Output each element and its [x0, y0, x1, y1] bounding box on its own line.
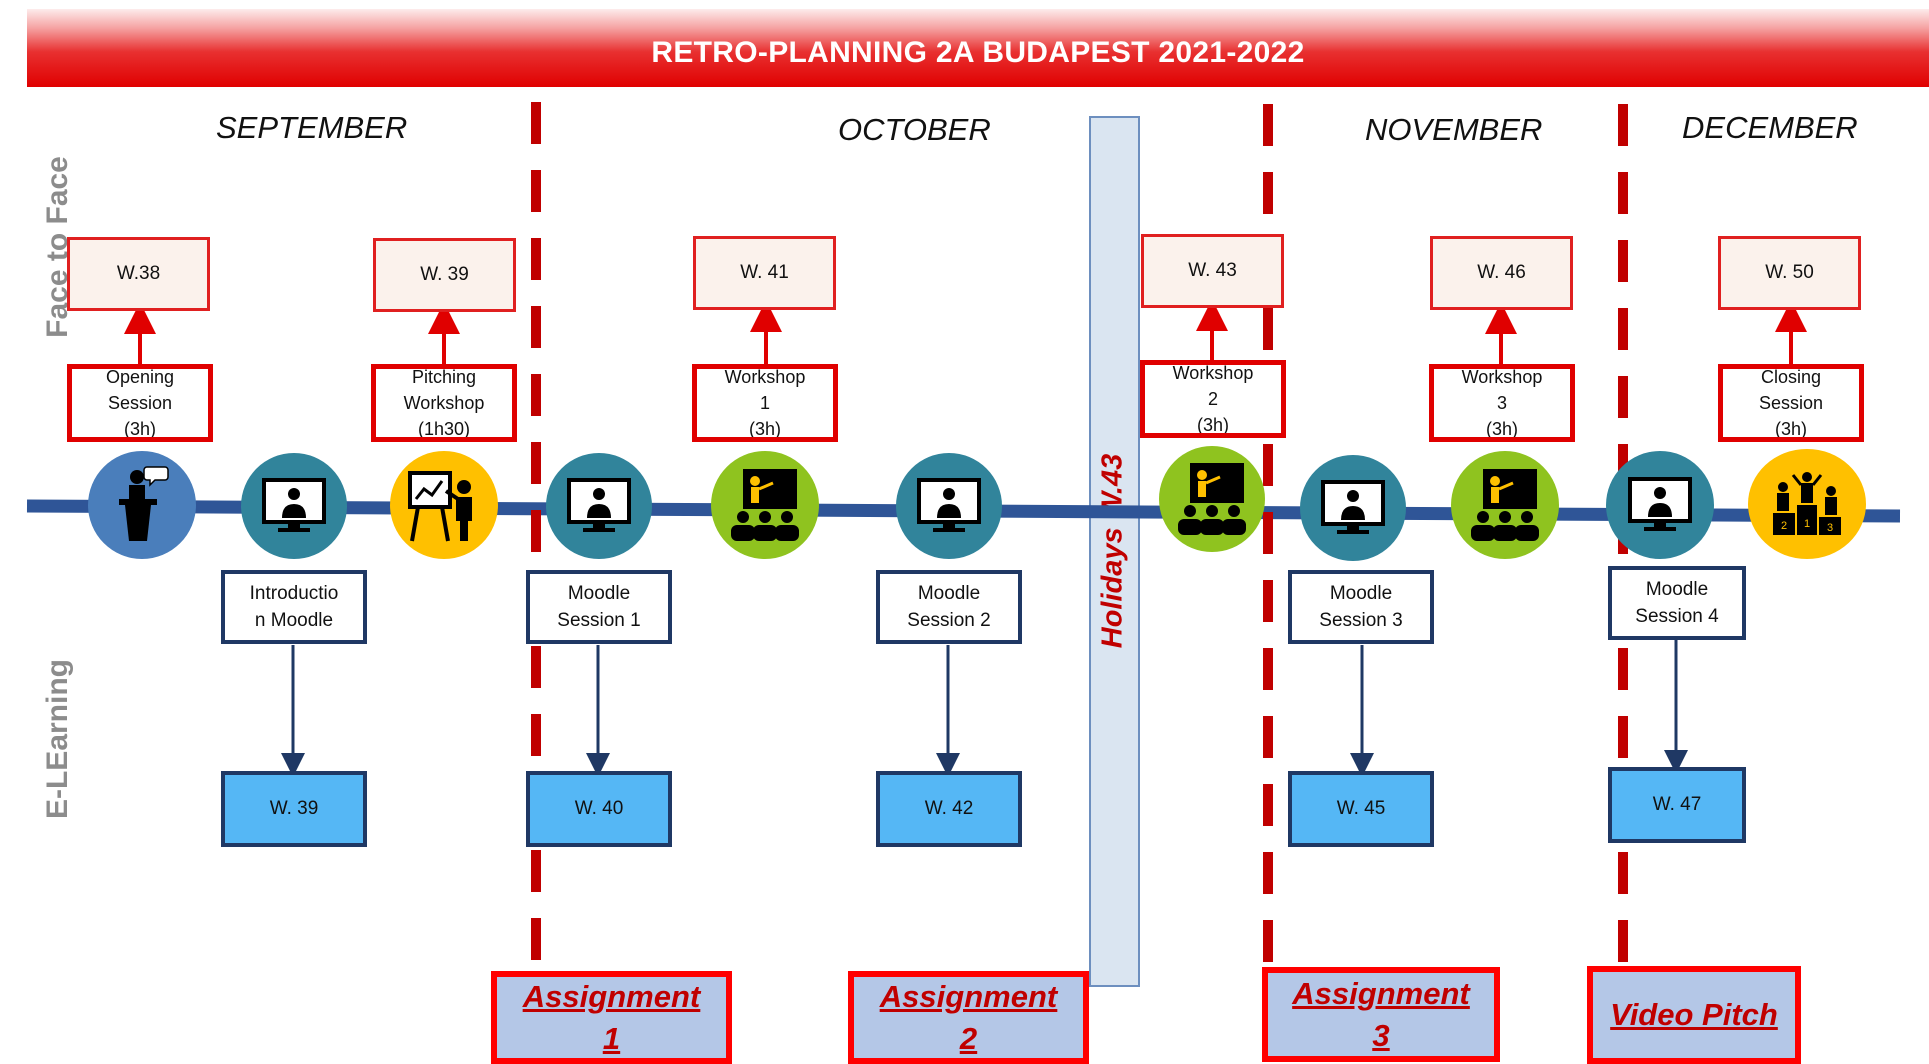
elearning-week-box: W. 39	[221, 771, 367, 847]
timeline-node	[88, 451, 196, 559]
session-line: Workshop	[1172, 363, 1254, 383]
elearning-week-box: W. 40	[526, 771, 672, 847]
elearning-session-box: Introductio n Moodle	[221, 570, 367, 644]
ftf-week-box: W.38	[67, 237, 210, 311]
ftf-session-box: Workshop 3 (3h)	[1429, 364, 1575, 442]
assignment-label: Video Pitch	[1610, 997, 1778, 1032]
session-line: Introductio	[249, 583, 339, 604]
session-line: Pitching	[411, 367, 477, 387]
assignment-box: Assignment 1	[491, 971, 732, 1064]
session-line: Moodle	[1645, 579, 1709, 600]
month-december: DECEMBER	[1682, 110, 1858, 145]
title-bar: RETRO-PLANNING 2A BUDAPEST 2021-2022	[27, 9, 1929, 87]
computer-monitor-icon	[917, 478, 981, 532]
assignment-box: Assignment 3	[1262, 967, 1500, 1062]
elearning-week-box: W. 47	[1608, 767, 1746, 843]
ftf-week-box: W. 43	[1141, 234, 1284, 308]
elearning-week-box: W. 42	[876, 771, 1022, 847]
month-october: OCTOBER	[838, 112, 991, 147]
timeline-node	[896, 453, 1002, 559]
svg-text:1: 1	[1804, 518, 1810, 530]
computer-monitor-icon	[1628, 477, 1692, 531]
session-line: Session	[1758, 393, 1824, 413]
session-line: Workshop	[403, 393, 485, 413]
session-line: Opening	[105, 367, 175, 387]
ftf-week-box: W. 46	[1430, 236, 1573, 310]
timeline-node	[1159, 446, 1265, 552]
session-line: Closing	[1760, 367, 1821, 387]
assignment-box: Assignment 2	[848, 971, 1089, 1064]
computer-monitor-icon	[1321, 480, 1385, 534]
timeline-node	[1606, 451, 1714, 559]
svg-text:2: 2	[1781, 520, 1787, 532]
session-line: Moodle	[567, 583, 631, 604]
computer-monitor-icon	[567, 478, 631, 532]
assignment-box: Video Pitch	[1587, 966, 1801, 1064]
assignment-number: 2	[959, 1020, 978, 1056]
podium-winners-icon: 1 2 3	[1773, 472, 1841, 535]
ftf-week-box: W. 39	[373, 238, 516, 312]
classroom-teacher-icon	[1471, 469, 1539, 541]
session-line: Workshop	[724, 367, 806, 387]
timeline-node: 1 2 3	[1748, 449, 1866, 559]
timeline-node	[546, 453, 652, 559]
month-november: NOVEMBER	[1365, 112, 1543, 147]
ftf-week-box: W. 50	[1718, 236, 1861, 310]
classroom-teacher-icon	[731, 469, 799, 541]
session-line: 1	[759, 393, 770, 413]
session-line: (1h30)	[417, 419, 470, 439]
page-title: RETRO-PLANNING 2A BUDAPEST 2021-2022	[651, 36, 1305, 69]
session-line: Session 2	[907, 610, 991, 631]
session-line: n Moodle	[254, 610, 334, 631]
ftf-session-box: Workshop 2 (3h)	[1140, 360, 1286, 438]
month-september: SEPTEMBER	[216, 110, 408, 145]
session-line: (3h)	[1774, 419, 1807, 439]
session-line: (3h)	[748, 419, 781, 439]
timeline-node	[390, 451, 498, 559]
presentation-board-icon	[408, 471, 472, 542]
timeline-node	[1300, 455, 1406, 561]
session-line: Workshop	[1461, 367, 1543, 387]
timeline-node	[241, 453, 347, 559]
session-line: Session 4	[1635, 606, 1719, 627]
session-line: 2	[1207, 389, 1218, 409]
timeline-node	[711, 451, 819, 559]
assignment-number: 1	[602, 1020, 621, 1056]
session-line: Session 1	[557, 610, 641, 631]
svg-text:3: 3	[1827, 522, 1833, 534]
assignment-label: Assignment	[879, 978, 1058, 1014]
computer-monitor-icon	[262, 478, 326, 532]
assignment-number: 3	[1372, 1017, 1390, 1053]
assignment-label: Assignment	[1292, 975, 1470, 1011]
holidays-column	[1089, 116, 1140, 987]
session-line: Moodle	[917, 583, 981, 604]
session-line: (3h)	[1485, 419, 1518, 439]
assignment-label: Assignment	[522, 978, 701, 1014]
session-line: Session	[107, 393, 173, 413]
session-line: (3h)	[1196, 415, 1229, 435]
speaker-podium-icon	[119, 466, 169, 541]
timeline-node	[1451, 451, 1559, 559]
session-line: 3	[1496, 393, 1507, 413]
ftf-week-box: W. 41	[693, 236, 836, 310]
session-line: Session 3	[1319, 610, 1403, 631]
elearning-week-box: W. 45	[1288, 771, 1434, 847]
session-line: Moodle	[1329, 583, 1393, 604]
session-line: (3h)	[123, 419, 156, 439]
ftf-session-box: Workshop 1 (3h)	[692, 364, 838, 442]
classroom-teacher-icon	[1178, 463, 1246, 535]
